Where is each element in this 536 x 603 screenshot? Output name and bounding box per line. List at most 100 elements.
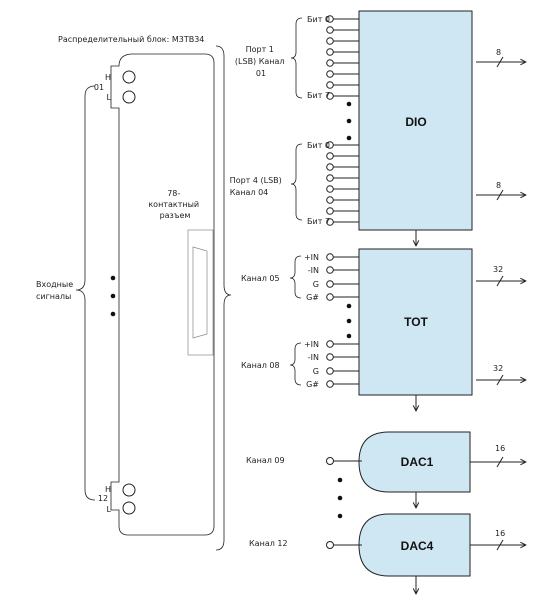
continuation-dot	[337, 477, 343, 483]
port1-bit-last: Бит 7	[307, 91, 330, 100]
port1-bit-terminal-6	[326, 81, 334, 89]
port4-bit-terminal-7	[326, 218, 334, 226]
tot-bus-bottom-width: 32	[493, 364, 503, 373]
block-brace	[215, 45, 232, 551]
ch08-pin-terminal-3	[326, 380, 334, 388]
port1-bit-first: Бит 0	[307, 15, 330, 24]
dio-bus-bottom-slash	[496, 189, 504, 201]
port1-bit-terminal-3	[326, 48, 334, 56]
port4-label: Порт 4 (LSB) Канал 04	[230, 176, 285, 197]
port4-bit-terminal-3	[326, 174, 334, 182]
channel12-terminal	[326, 541, 334, 549]
lower-l-label: L	[107, 505, 112, 514]
ch05-brace	[289, 255, 302, 299]
dac4-bus-width: 16	[495, 529, 505, 538]
lower-l-terminal	[122, 501, 136, 515]
continuation-dot	[346, 303, 352, 309]
input-signals-label: Входные сигналы	[36, 280, 76, 301]
upper-h-terminal	[122, 70, 136, 84]
ch08-pin-g: G	[313, 367, 319, 376]
input-signals-brace	[75, 85, 96, 501]
upper-l-label: L	[107, 93, 112, 102]
channel05-pins	[326, 253, 359, 301]
ch08-pin-terminal-0	[326, 340, 334, 348]
ch05-pin-terminal-2	[326, 280, 334, 288]
continuation-dot	[110, 311, 116, 317]
ch08-pin-terminal-2	[326, 367, 334, 375]
ch08-pin-g-hash: G#	[306, 380, 319, 389]
port1-bit-terminal-4	[326, 59, 334, 67]
port1-bit-terminal-2	[326, 37, 334, 45]
port4-pins	[326, 141, 359, 226]
port1-brace	[290, 17, 303, 99]
dio-block	[358, 10, 473, 231]
tot-block-label: TOT	[404, 315, 428, 329]
port4-brace	[290, 143, 303, 221]
title-text: Распределительный блок: M3TB34	[58, 35, 204, 44]
tot-bus-top-width: 32	[493, 265, 503, 274]
connector-78pin	[187, 229, 214, 356]
continuation-dot	[346, 318, 352, 324]
ch05-pin-terminal-0	[326, 253, 334, 261]
port4-bit-first: Бит 0	[307, 141, 330, 150]
port1-pins	[326, 15, 359, 100]
continuation-dot	[337, 513, 343, 519]
continuation-dot	[110, 293, 116, 299]
channel05-label: Канал 05	[241, 274, 280, 283]
channel08-label: Канал 08	[241, 361, 280, 370]
dac1-bus-width: 16	[495, 444, 505, 453]
port4-bit-terminal-6	[326, 207, 334, 215]
continuation-dot	[346, 333, 352, 339]
ch05-pin-terminal-3	[326, 293, 334, 301]
ch08-brace	[289, 342, 302, 386]
tot-bus-bottom-slash	[496, 374, 504, 386]
port1-label: Порт 1 (LSB) Канал 01	[235, 45, 287, 78]
terminal-block-outline	[110, 53, 215, 536]
ch05-pin-minus-in: -IN	[308, 266, 319, 275]
dio-bus-bottom-width: 8	[496, 181, 501, 190]
port1-bit-terminal-5	[326, 70, 334, 78]
port4-bit-last: Бит 7	[307, 217, 330, 226]
port4-bit-terminal-5	[326, 196, 334, 204]
upper-h-label: H	[105, 73, 111, 82]
dac4-block-label: DAC4	[401, 539, 434, 553]
ch05-pin-g-hash: G#	[306, 293, 319, 302]
tot-block	[358, 248, 473, 396]
ch08-pin-plus-in: +IN	[304, 340, 319, 349]
ch08-pin-minus-in: -IN	[308, 353, 319, 362]
port1-bit-terminal-1	[326, 26, 334, 34]
ch05-pin-g: G	[313, 280, 319, 289]
port4-bit-terminal-4	[326, 185, 334, 193]
connector-slot	[192, 246, 208, 339]
ch08-pin-terminal-1	[326, 353, 334, 361]
dac1-block	[358, 431, 471, 493]
continuation-dot	[337, 495, 343, 501]
ch05-pin-plus-in: +IN	[304, 253, 319, 262]
upper-channel-number: 01	[94, 83, 104, 92]
continuation-dot	[110, 275, 116, 281]
continuation-dot	[346, 135, 352, 141]
dio-bus-top-slash	[496, 56, 504, 68]
dio-bus-top-width: 8	[496, 48, 501, 57]
lower-h-terminal	[122, 483, 136, 497]
connector-label: 78- контактный разъем	[148, 189, 201, 220]
dac1-block-label: DAC1	[401, 455, 434, 469]
dio-block-label: DIO	[405, 115, 426, 129]
upper-l-terminal	[122, 90, 136, 104]
tot-bus-top-slash	[496, 275, 504, 287]
port1-bit-terminal-7	[326, 92, 334, 100]
channel08-pins	[326, 340, 359, 388]
channel09-label: Канал 09	[246, 456, 285, 465]
channel12-label: Канал 12	[249, 539, 288, 548]
port4-bit-terminal-1	[326, 152, 334, 160]
lower-channel-number: 12	[98, 494, 108, 503]
channel09-terminal	[326, 457, 334, 465]
continuation-dot	[346, 118, 352, 124]
continuation-dot	[346, 101, 352, 107]
lower-h-label: H	[105, 485, 111, 494]
port4-bit-terminal-2	[326, 163, 334, 171]
ch05-pin-terminal-1	[326, 266, 334, 274]
port4-bit-terminal-0	[326, 141, 334, 149]
dac4-bus-slash	[496, 539, 504, 551]
